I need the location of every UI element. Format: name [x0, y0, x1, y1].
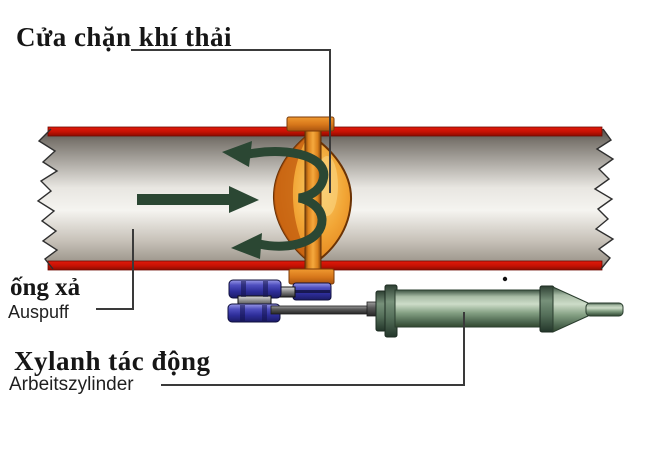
lever-disc-bottom-groove — [240, 305, 245, 321]
push-rod — [270, 305, 380, 315]
label-exhaust-pipe-de: Auspuff — [8, 302, 69, 322]
label-cylinder-vi: Xylanh tác động — [14, 346, 211, 376]
lever-disc-top-groove2 — [263, 281, 268, 297]
gas-flow-arrows — [137, 141, 329, 259]
lever-connector — [279, 286, 296, 298]
lever-disc-top — [228, 279, 282, 299]
lever-disc-bottom-groove2 — [262, 305, 267, 321]
valve-disc-shadow — [273, 134, 313, 264]
stray-dot — [502, 276, 508, 282]
cylinder-body — [394, 289, 542, 328]
flow-arrow — [137, 186, 259, 213]
leader-cylinder — [161, 312, 465, 386]
leader-valve — [131, 49, 331, 193]
jagged-edge-left — [36, 128, 59, 270]
lever-disc-top-groove — [241, 281, 246, 297]
label-cylinder-de: Arbeitszylinder — [9, 374, 134, 395]
label-valve-vi: Cửa chặn khí thải — [16, 22, 233, 52]
cylinder-end-cap — [539, 285, 555, 333]
cylinder-tip-rod — [585, 302, 624, 317]
working-cylinder — [270, 276, 624, 338]
leader-lines — [96, 49, 465, 386]
cylinder-cone — [552, 286, 589, 333]
valve-flange-bottom — [288, 268, 335, 285]
bounce-arrowhead-bottom — [231, 233, 262, 259]
bounce-arrow-curve — [248, 147, 329, 251]
jagged-edge-right — [593, 128, 615, 270]
valve-flange-top — [286, 116, 335, 132]
valve-linkage — [227, 279, 332, 323]
shaft-coupling-band — [294, 290, 330, 293]
label-exhaust-pipe-vi: ống xả — [10, 274, 81, 301]
bounce-arrowhead-top — [222, 141, 252, 167]
leader-exhaust-pipe — [96, 229, 134, 310]
